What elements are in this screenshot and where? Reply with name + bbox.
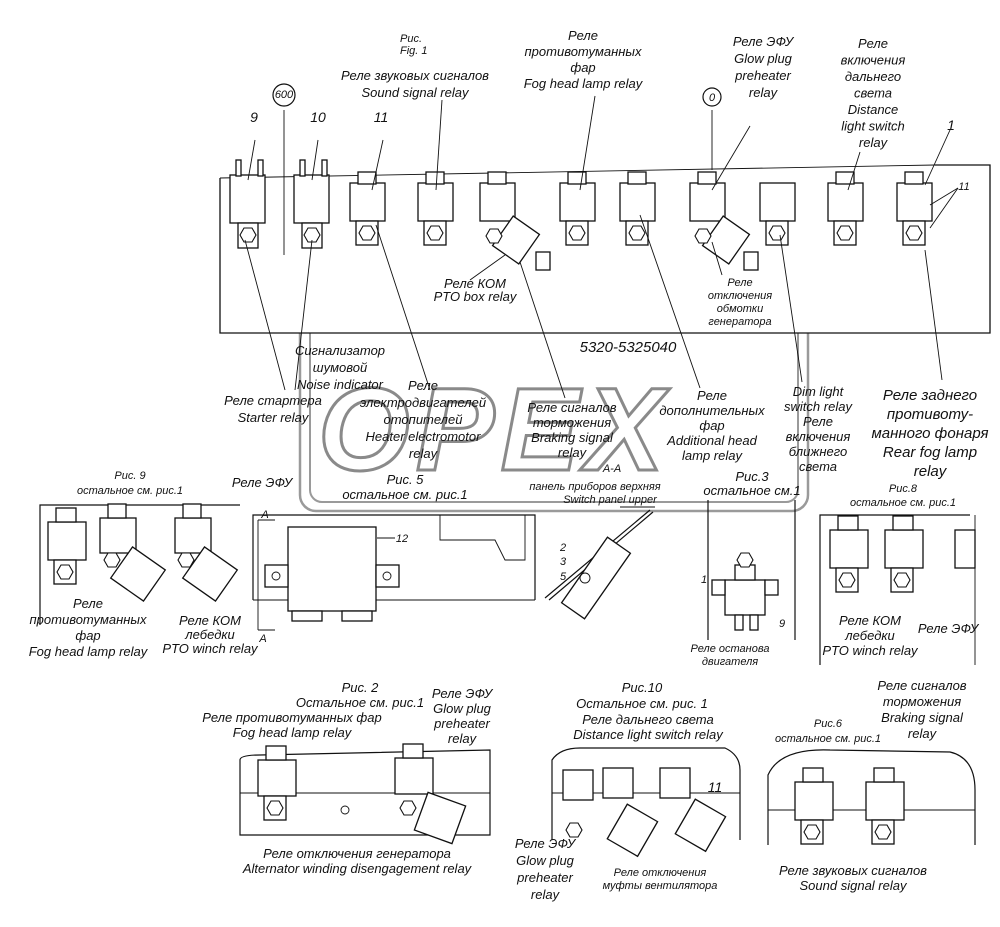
callout-5: 5 [560, 571, 567, 583]
callout-9: 9 [250, 109, 258, 125]
fig6-panel [767, 749, 976, 845]
leader-lines [244, 95, 959, 399]
relay-10 [293, 159, 330, 249]
fig8-glow-label: Реле ЭФУ [918, 621, 980, 636]
relay-dim-light [759, 182, 796, 246]
relay-glow-plug [689, 171, 759, 271]
section-a-top: А [260, 509, 268, 521]
fig3-panel [707, 500, 796, 640]
opex-watermark: OPEX [298, 311, 810, 513]
section-a-bottom: А [258, 633, 266, 645]
callout-11c: 11 [708, 779, 723, 795]
section-aa [544, 506, 655, 620]
relay-11 [349, 171, 386, 246]
section-aa-panel-en: Switch panel upper [563, 494, 658, 506]
fig10-panel [551, 747, 741, 858]
fig1-main-panel [219, 83, 991, 399]
callout-1b: 1 [701, 574, 707, 586]
relay-rear-fog [896, 171, 933, 246]
label-model-code: 5320-5325040 [580, 339, 677, 356]
callout-2: 2 [559, 542, 566, 554]
fig1-label: Рис.Fig. 1 [400, 33, 428, 57]
callout-600: 600 [275, 89, 294, 101]
relay-pto-box [479, 171, 551, 271]
callout-0: 0 [709, 92, 716, 104]
callout-11: 11 [374, 109, 389, 125]
watermark-text: OPEX [318, 364, 670, 496]
fig9-glow-label: Реле ЭФУ [232, 475, 294, 490]
callout-10: 10 [310, 109, 326, 125]
callout-11b: 11 [958, 181, 969, 193]
callout-9b: 9 [779, 618, 785, 630]
relay-fog-head [559, 171, 596, 246]
callout-600-circle [272, 83, 296, 107]
callout-3: 3 [560, 556, 567, 568]
relay-sound [417, 171, 454, 246]
fig9-panel [39, 503, 240, 625]
fig8-panel [819, 514, 976, 665]
callout-12: 12 [396, 533, 408, 545]
relay-9 [229, 159, 266, 249]
callout-1: 1 [947, 117, 955, 133]
section-aa-panel-ru: панель приборов верхняя [529, 481, 660, 493]
relay-distance-light [827, 171, 864, 246]
fig5-panel [252, 514, 536, 631]
fig2-panel [239, 743, 491, 845]
relay-additional-head [619, 171, 656, 246]
section-aa-title: А-А [602, 463, 621, 475]
callout-0-circle [702, 87, 722, 107]
